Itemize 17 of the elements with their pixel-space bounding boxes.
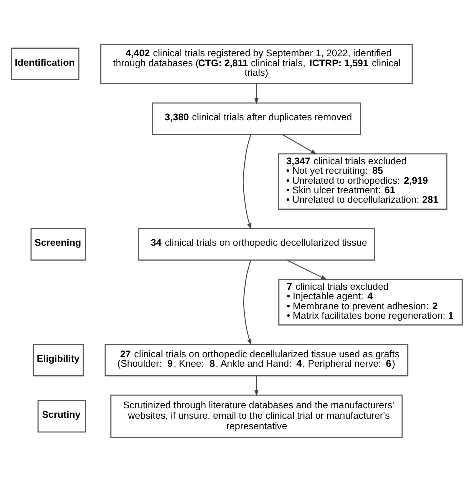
node-box: 34 clinical trials on orthopedic decellularized tissue (138, 228, 376, 261)
arrow (254, 84, 259, 105)
node-box: Identification (11, 48, 80, 81)
node-box: Eligibility (32, 344, 84, 377)
node-box: Screening (30, 228, 86, 261)
arrow (243, 134, 252, 230)
node-box: 3,380 clinical trials after duplicates removed (152, 102, 362, 136)
node-box: 7 clinical trials excluded • Injectable agent: 4 • Membrane to prevent adhesion: 2 • Matrix facilitates bone regeneration: 1 (278, 279, 463, 326)
arrow (286, 260, 328, 280)
arrow (282, 134, 318, 155)
node-box: 3,347 clinical trials excluded • Not yet recruiting: 85 • Unrelated to orthopedics: 2,919 • Skin ulcer treatment: 61 • Unrelated to decellularization: 281 (278, 154, 448, 210)
node-box: Scrutiny (38, 400, 86, 433)
node-box: Scrutinized through literature databases and the manufacturers' websites, if unsure, email to the clinical trial or manufacturer's representative (110, 394, 403, 438)
arrow (244, 260, 252, 346)
arrow (254, 376, 259, 396)
node-box: 27 clinical trials on orthopedic decellularized tissue used as grafts (Shoulder: 9, Knee: 8, Ankle and Hand: 4, Peripheral nerve: 6) (104, 344, 409, 377)
node-box: 4,402 clinical trials registered by September 1, 2022, identified through databases (CTG: 2,811 clinical trials, ICTRP: 1,591 clinical trials) (100, 44, 413, 84)
